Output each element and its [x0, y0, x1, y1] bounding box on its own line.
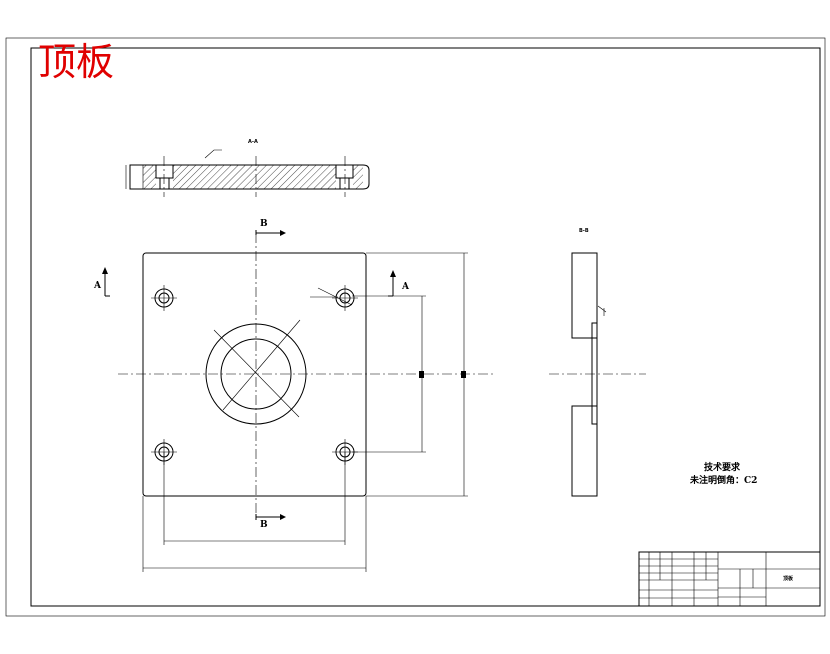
svg-text:B: B: [260, 219, 268, 229]
section-marker-a-left: A: [93, 267, 110, 297]
outer-sheet-border: [5, 37, 826, 617]
section-marker-a-right: A: [388, 270, 410, 297]
corner-hole-top-left: [151, 285, 177, 311]
plate-outline: [142, 252, 367, 497]
inner-drawing-frame: [30, 47, 821, 607]
corner-hole-top-right: [310, 285, 358, 311]
tech-requirements-title: 技术要求: [704, 461, 741, 473]
central-bore-outer: [205, 323, 307, 425]
drawing-title: 顶板: [38, 40, 114, 84]
svg-text:A: A: [93, 281, 102, 291]
corner-hole-bottom-left: [151, 439, 177, 465]
section-aa-view: A-A: [125, 139, 370, 197]
tech-requirements-line: 未注明倒角：C2: [689, 474, 757, 486]
title-block: 顶板: [638, 551, 821, 607]
section-bb-label: B-B: [579, 228, 589, 234]
title-block-part-name: 顶板: [783, 575, 794, 582]
plan-view: B B A A: [93, 219, 494, 572]
svg-text:A: A: [401, 282, 410, 292]
section-bb-view: B-B: [549, 228, 646, 497]
section-marker-b-top: B: [255, 219, 286, 236]
corner-hole-bottom-right: [332, 439, 358, 465]
central-bore-inner: [220, 338, 292, 410]
section-marker-b-bottom: B: [255, 514, 286, 530]
svg-text:B: B: [260, 520, 268, 530]
section-aa-label: A-A: [248, 139, 258, 145]
